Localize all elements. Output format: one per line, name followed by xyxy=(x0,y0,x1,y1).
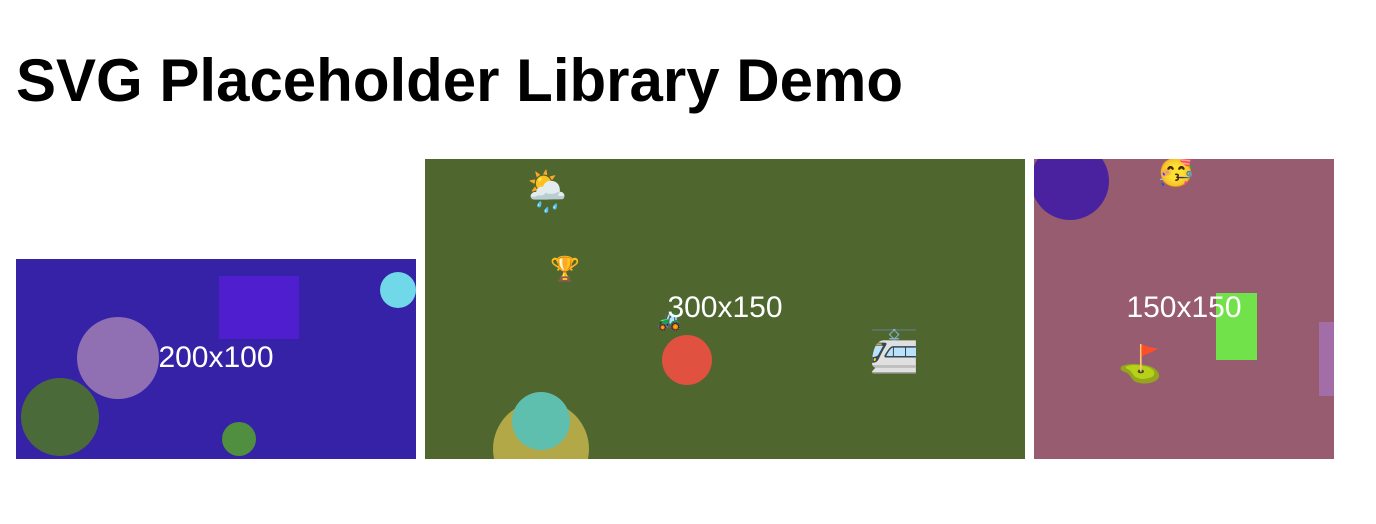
placeholder-image-300x150: 🌦️ 🏆 🚜 🚈 300x150 xyxy=(425,159,1025,459)
sun-behind-rain-cloud-icon: 🌦️ xyxy=(522,168,572,215)
trophy-icon: 🏆 xyxy=(550,255,580,283)
placeholder-dimension-label: 200x100 xyxy=(158,341,273,374)
placeholder-dimension-label: 150x150 xyxy=(1126,291,1241,324)
light-rail-icon: 🚈 xyxy=(869,328,919,375)
placeholder-svg-300x150: 🌦️ 🏆 🚜 🚈 300x150 xyxy=(425,159,1025,459)
placeholder-dimension-label: 300x150 xyxy=(667,291,782,324)
placeholder-svg-200x100: 200x100 xyxy=(16,259,416,459)
placeholder-shape xyxy=(512,392,570,450)
placeholder-svg-150x150: 🥳 ⛳ 150x150 xyxy=(1034,159,1334,459)
placeholder-shape xyxy=(380,272,416,308)
placeholder-shape xyxy=(21,378,99,456)
tractor-icon: 🚜 xyxy=(657,308,682,332)
placeholder-shape xyxy=(1216,293,1257,360)
flag-in-hole-icon: ⛳ xyxy=(1118,343,1163,385)
placeholder-shape xyxy=(77,317,159,399)
placeholder-shape xyxy=(1319,322,1334,396)
placeholder-shape xyxy=(662,335,712,385)
placeholder-image-200x100: 200x100 xyxy=(16,259,416,459)
placeholder-shape xyxy=(1034,159,1109,220)
placeholder-shape xyxy=(219,276,299,339)
placeholder-image-150x150: 🥳 ⛳ 150x150 xyxy=(1034,159,1334,459)
placeholder-shape xyxy=(222,422,256,456)
page-title: SVG Placeholder Library Demo xyxy=(16,47,903,114)
partying-face-icon: 🥳 xyxy=(1156,159,1196,188)
